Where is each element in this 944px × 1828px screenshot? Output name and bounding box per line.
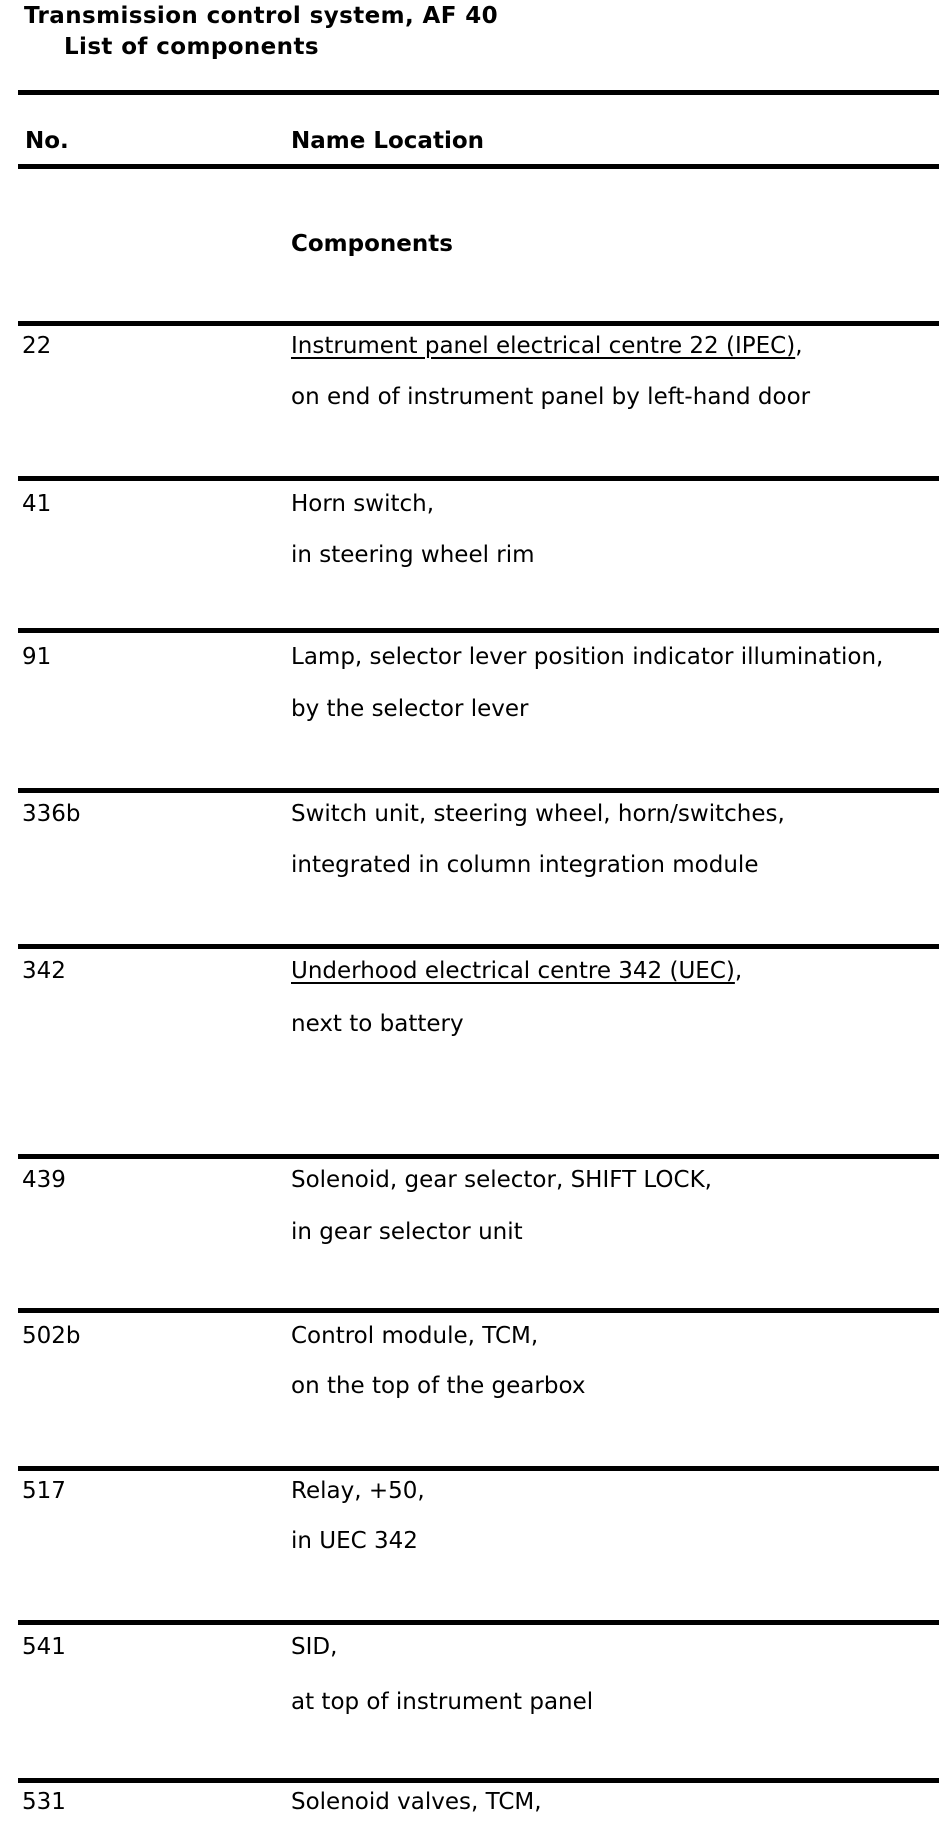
page-subtitle: List of components xyxy=(64,34,319,60)
component-location: in UEC 342 xyxy=(291,1528,418,1554)
component-no: 91 xyxy=(22,644,52,670)
row-divider xyxy=(18,944,939,949)
row-divider xyxy=(18,1778,939,1783)
component-name: Solenoid valves, TCM, xyxy=(291,1789,542,1815)
component-name: Switch unit, steering wheel, horn/switch… xyxy=(291,801,785,827)
component-name-suffix: , xyxy=(795,333,803,359)
component-name: SID, xyxy=(291,1634,338,1660)
row-divider xyxy=(18,1466,939,1471)
component-name-text: Relay, +50, xyxy=(291,1478,425,1504)
component-name-text: Switch unit, steering wheel, horn/switch… xyxy=(291,801,785,827)
component-location: on the top of the gearbox xyxy=(291,1373,586,1399)
divider-rule xyxy=(18,90,939,95)
component-no: 531 xyxy=(22,1789,66,1815)
component-name-suffix: , xyxy=(734,958,743,984)
row-divider xyxy=(18,476,939,481)
row-divider xyxy=(18,788,939,793)
component-name-text: Solenoid, gear selector, SHIFT LOCK, xyxy=(291,1167,712,1193)
column-header-name-location: Name Location xyxy=(291,128,485,154)
component-name: Underhood electrical centre 342 (UEC), xyxy=(291,958,743,984)
component-location: integrated in column integration module xyxy=(291,852,759,878)
component-name-text: Horn switch, xyxy=(291,491,435,517)
component-no: 336b xyxy=(22,801,81,827)
component-location: next to battery xyxy=(291,1011,464,1037)
component-name-text: Solenoid valves, TCM, xyxy=(291,1789,542,1815)
component-no: 541 xyxy=(22,1634,66,1660)
component-location: by the selector lever xyxy=(291,696,529,722)
component-no: 342 xyxy=(22,958,66,984)
component-name-text: Lamp, selector lever position indicator … xyxy=(291,644,884,670)
component-location: in gear selector unit xyxy=(291,1219,523,1245)
component-name-text: SID, xyxy=(291,1634,338,1660)
component-no: 41 xyxy=(22,491,52,517)
component-name: Control module, TCM, xyxy=(291,1323,539,1349)
component-link[interactable]: Underhood electrical centre 342 (UEC) xyxy=(291,958,735,984)
row-divider xyxy=(18,1620,939,1625)
component-location: at top of instrument panel xyxy=(291,1689,594,1715)
component-no: 502b xyxy=(22,1323,81,1349)
component-location: on end of instrument panel by left-hand … xyxy=(291,384,811,410)
section-header-components: Components xyxy=(291,231,453,257)
row-divider xyxy=(18,1308,939,1313)
column-header-no: No. xyxy=(25,128,69,154)
page-title: Transmission control system, AF 40 xyxy=(24,3,499,29)
component-link[interactable]: Instrument panel electrical centre 22 (I… xyxy=(291,333,796,359)
component-name: Relay, +50, xyxy=(291,1478,425,1504)
row-divider xyxy=(18,628,939,633)
component-name: Instrument panel electrical centre 22 (I… xyxy=(291,333,803,359)
component-no: 22 xyxy=(22,333,52,359)
divider-rule xyxy=(18,164,939,169)
component-name: Horn switch, xyxy=(291,491,435,517)
component-name-text: Control module, TCM, xyxy=(291,1323,539,1349)
component-location: in steering wheel rim xyxy=(291,542,535,568)
component-name: Solenoid, gear selector, SHIFT LOCK, xyxy=(291,1167,712,1193)
component-name: Lamp, selector lever position indicator … xyxy=(291,644,884,670)
row-divider xyxy=(18,321,939,326)
component-no: 517 xyxy=(22,1478,66,1504)
row-divider xyxy=(18,1154,939,1159)
component-no: 439 xyxy=(22,1167,66,1193)
